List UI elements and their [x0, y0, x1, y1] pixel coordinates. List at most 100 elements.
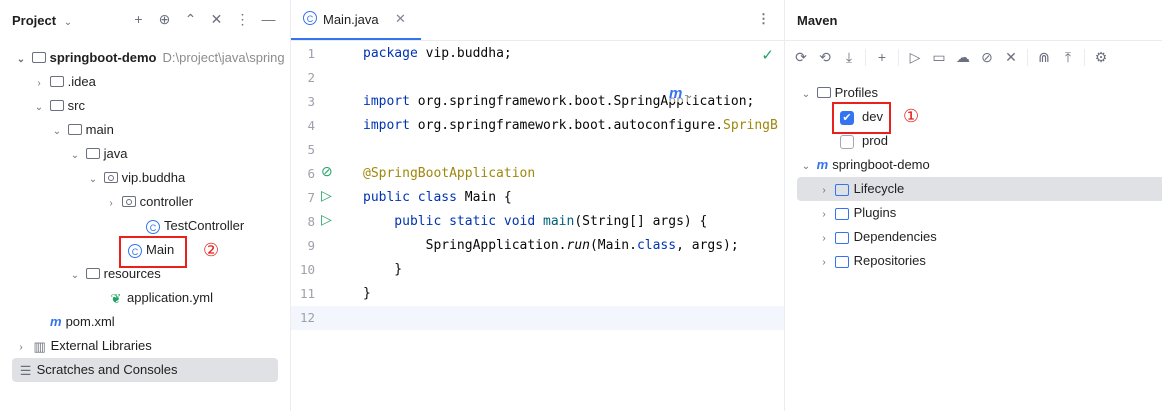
run-icon[interactable]: ▷	[321, 187, 332, 203]
spring-class-icon: C	[128, 243, 142, 258]
chevron-down-icon[interactable]: ⌄	[16, 54, 26, 65]
tree-item-main[interactable]: ⌄ main	[50, 118, 114, 142]
generate-sources-icon[interactable]: ⟲	[819, 49, 831, 65]
chevron-right-icon[interactable]: ›	[109, 198, 113, 209]
settings-icon[interactable]: ⚙	[1094, 49, 1108, 65]
profiles-folder-icon	[816, 87, 831, 99]
chevron-right-icon[interactable]: ›	[822, 185, 826, 196]
tree-item-scratches[interactable]: ☰Scratches and Consoles	[12, 358, 278, 382]
checkbox-checked-icon[interactable]: ✔	[840, 110, 854, 125]
skip-tests-icon[interactable]: ⊘	[981, 49, 993, 65]
tree-item-application-yml[interactable]: ❦application.yml	[108, 286, 213, 310]
repositories-folder-icon	[834, 255, 849, 268]
tree-item-external-libraries[interactable]: › ▥External Libraries	[14, 334, 151, 358]
chevron-down-icon[interactable]: ⌄	[801, 161, 811, 172]
show-dependencies-icon[interactable]: ⋒	[1038, 49, 1050, 65]
offline-mode-icon[interactable]: ☁	[956, 49, 970, 65]
tree-item-controller[interactable]: › controller	[104, 190, 193, 214]
add-icon[interactable]: +	[134, 11, 143, 27]
library-icon: ▥	[33, 338, 46, 354]
checkbox-unchecked-icon[interactable]	[840, 134, 854, 149]
chevron-down-icon[interactable]: ⌄	[88, 174, 98, 185]
code-line-11[interactable]: }	[363, 286, 371, 301]
expand-all-icon[interactable]: ⌃	[184, 11, 197, 27]
yaml-file-icon: ❦	[110, 290, 122, 306]
project-title[interactable]: Project ⌄	[12, 13, 73, 28]
locate-icon[interactable]: ⊕	[158, 11, 171, 27]
line-number: 9	[307, 238, 315, 253]
more-options-icon[interactable]: ⋮	[757, 11, 770, 26]
current-line-highlight	[291, 306, 784, 330]
expand-icon[interactable]: ⤒	[1064, 49, 1072, 65]
highlight-box-dev	[832, 102, 891, 134]
line-number: 12	[299, 310, 315, 325]
maven-reload-hint-icon[interactable]: m ⌄	[669, 85, 694, 102]
code-line-3[interactable]: import org.springframework.boot.SpringAp…	[363, 94, 755, 109]
minimize-icon[interactable]: —	[261, 11, 276, 27]
chevron-down-icon[interactable]: ⌄	[52, 126, 62, 137]
code-line-8[interactable]: public static void main(String[] args) {	[363, 214, 708, 229]
line-number: 2	[307, 70, 315, 85]
tree-item-resources[interactable]: ⌄ resources	[68, 262, 161, 286]
download-icon[interactable]: ⤓	[845, 49, 853, 65]
profile-prod[interactable]: prod	[840, 129, 888, 153]
check-icon[interactable]: ✓	[761, 47, 774, 64]
spring-class-icon: C	[303, 11, 317, 25]
chevron-down-icon[interactable]: ⌄	[70, 150, 80, 161]
maven-dependencies[interactable]: › Dependencies	[817, 225, 936, 249]
line-number: 3	[307, 94, 315, 109]
resources-folder-icon	[85, 268, 100, 280]
tree-item-idea[interactable]: › .idea	[32, 70, 96, 94]
spring-bean-icon[interactable]: ⊘	[321, 163, 333, 179]
package-icon	[103, 172, 118, 184]
chevron-right-icon[interactable]: ›	[822, 233, 826, 244]
editor-tab-main-java[interactable]: C Main.java ✕	[291, 0, 421, 40]
code-line-4[interactable]: import org.springframework.boot.autoconf…	[363, 118, 778, 133]
maven-title: Maven	[797, 13, 838, 28]
maven-project-icon: m	[816, 157, 829, 172]
maven-plugins[interactable]: › Plugins	[817, 201, 896, 225]
code-line-9[interactable]: SpringApplication.run(Main.class, args);	[363, 238, 739, 253]
add-icon[interactable]: +	[877, 49, 887, 65]
close-icon[interactable]: ✕	[395, 11, 406, 26]
run-icon[interactable]: ▷	[909, 49, 921, 65]
code-line-10[interactable]: }	[363, 262, 403, 277]
chevron-right-icon[interactable]: ›	[822, 257, 826, 268]
tree-item-package[interactable]: ⌄ vip.buddha	[86, 166, 185, 190]
chevron-down-icon[interactable]: ⌄	[34, 102, 44, 113]
collapse-all-icon[interactable]: ✕	[1005, 49, 1017, 65]
execute-goal-icon[interactable]: ▭	[932, 49, 946, 65]
code-line-6[interactable]: @SpringBootApplication	[363, 166, 536, 181]
chevron-right-icon[interactable]: ›	[37, 78, 41, 89]
highlight-box-main	[119, 236, 187, 268]
chevron-right-icon[interactable]: ›	[19, 342, 23, 353]
chevron-right-icon[interactable]: ›	[822, 209, 826, 220]
chevron-down-icon[interactable]: ⌄	[801, 89, 811, 100]
code-line-7[interactable]: public class Main {	[363, 190, 512, 205]
chevron-down-icon[interactable]: ⌄	[70, 270, 80, 281]
package-icon	[121, 196, 136, 208]
reload-icon[interactable]: ⟳	[795, 49, 807, 65]
lifecycle-folder-icon	[834, 183, 849, 196]
code-line-1[interactable]: package vip.buddha;	[363, 46, 512, 61]
tree-item-src[interactable]: ⌄ src	[32, 94, 85, 118]
line-number: 5	[307, 142, 315, 157]
line-number: 4	[307, 118, 315, 133]
line-number: 7	[307, 190, 315, 205]
collapse-all-icon[interactable]: ✕	[210, 11, 223, 27]
folder-icon	[67, 124, 82, 136]
maven-repositories[interactable]: › Repositories	[817, 249, 926, 273]
run-icon[interactable]: ▷	[321, 211, 332, 227]
tree-item-java[interactable]: ⌄ java	[68, 142, 128, 166]
maven-lifecycle[interactable]: › Lifecycle	[797, 177, 1162, 201]
more-options-icon[interactable]: ⋮	[235, 11, 250, 27]
line-number: 10	[299, 262, 315, 277]
maven-profiles[interactable]: ⌄ Profiles	[799, 81, 878, 105]
profile-dev[interactable]: ✔dev	[840, 105, 883, 129]
line-number: 6	[307, 166, 315, 181]
